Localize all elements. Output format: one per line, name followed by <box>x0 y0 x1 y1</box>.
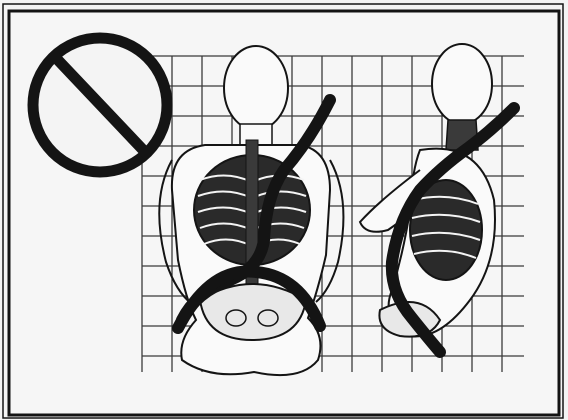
side-head <box>432 44 492 124</box>
prohibited-icon <box>33 38 167 172</box>
front-head <box>224 46 288 130</box>
